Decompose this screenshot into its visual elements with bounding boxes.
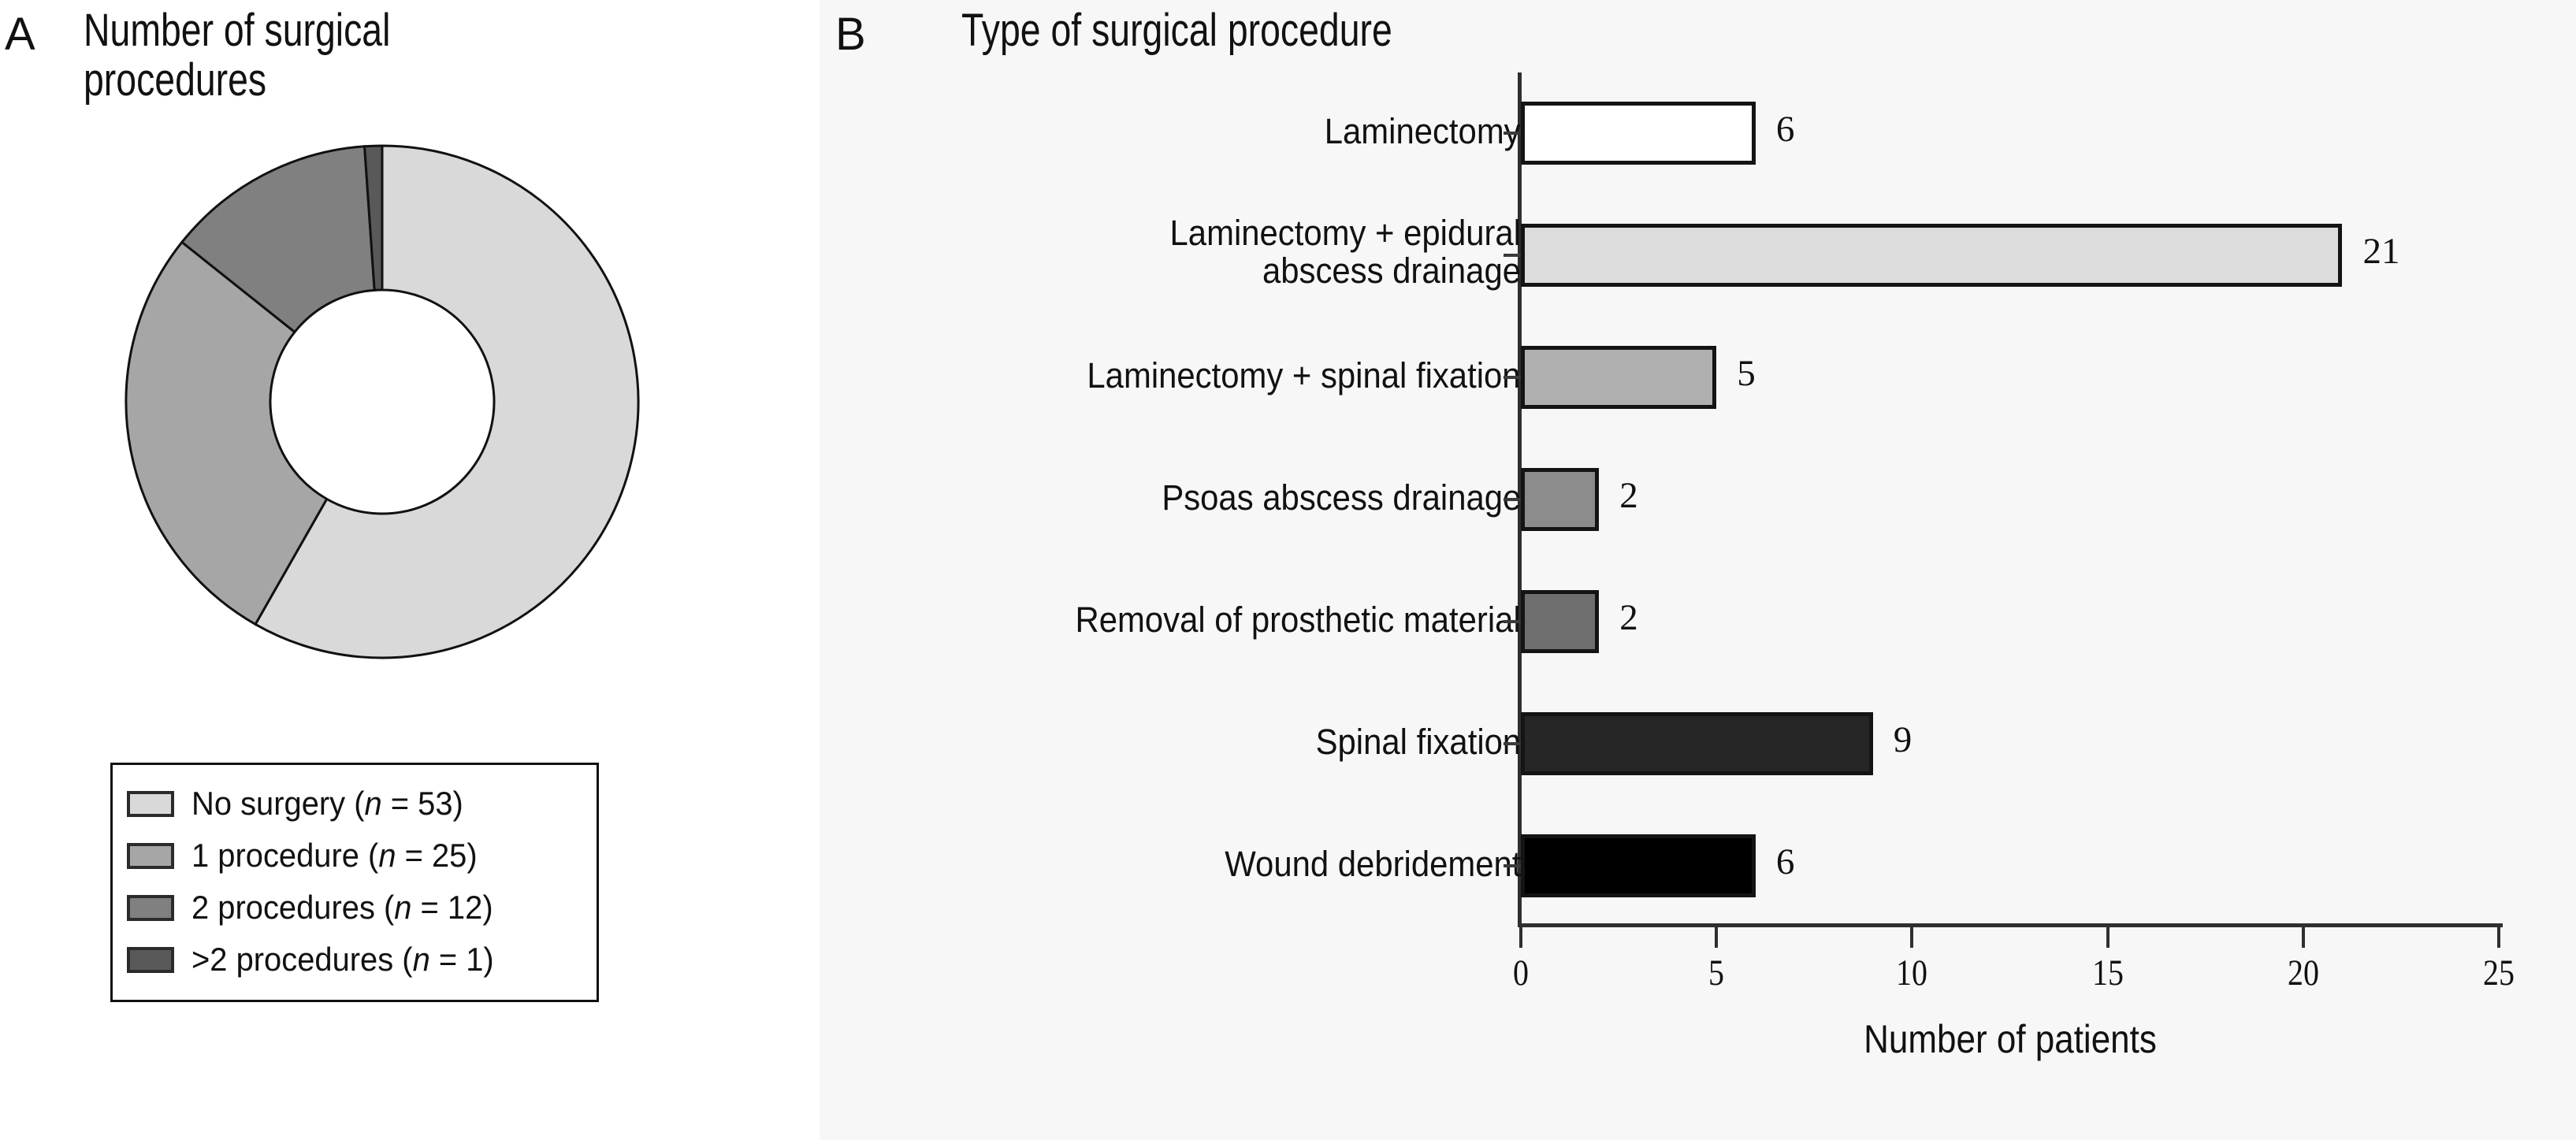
bar [1521, 468, 1600, 531]
x-axis-tick [1519, 927, 1522, 948]
bar-category-label: Laminectomy + epidural abscess drainage [1169, 213, 1521, 291]
legend-label-no-surgery: No surgery (n = 53) [191, 785, 463, 822]
legend-item: 2 procedures (n = 12) [127, 882, 585, 934]
x-axis-tick [1910, 927, 1914, 948]
bar-value-label: 5 [1737, 353, 1756, 395]
donut-slice [180, 145, 376, 334]
y-axis-tick [1504, 254, 1521, 258]
donut-slice [254, 144, 640, 659]
x-axis-tick [2301, 927, 2305, 948]
panel-a: A Number of surgical procedures No surge… [0, 0, 820, 1140]
donut-slices [125, 144, 640, 659]
bar-value-label: 2 [1619, 596, 1638, 638]
bar-category-label: Wound debridement [1224, 843, 1521, 884]
bar [1521, 589, 1600, 653]
bar-value-label: 6 [1775, 109, 1795, 150]
bar-category-label: Removal of prosthetic material [1075, 599, 1521, 640]
donut-slice [125, 240, 329, 626]
x-axis-tick-label: 15 [2091, 952, 2124, 993]
x-axis-tick [1715, 927, 1719, 948]
bar [1521, 224, 2343, 288]
bar-category-label: Spinal fixation [1315, 721, 1521, 762]
y-axis-tick [1504, 498, 1521, 501]
panel-a-title: Number of surgical procedures [84, 5, 391, 106]
legend-label-more-than-2-procedures: >2 procedures (n = 1) [191, 941, 494, 978]
bar-category-label: Laminectomy [1325, 111, 1521, 152]
x-axis-line [1518, 923, 2503, 927]
legend-item: >2 procedures (n = 1) [127, 934, 585, 986]
bar-category-label: Laminectomy + spinal fixation [1087, 355, 1521, 396]
legend-swatch-1-procedure [127, 842, 174, 869]
donut-chart [118, 138, 646, 666]
x-axis-title: Number of patients [1864, 1017, 2157, 1061]
panel-a-letter: A [5, 9, 35, 60]
bar [1521, 102, 1756, 165]
x-axis-tick-label: 0 [1513, 952, 1529, 993]
panel-b-letter: B [835, 9, 866, 60]
y-axis-tick [1504, 741, 1521, 745]
bar-value-label: 21 [2362, 231, 2400, 273]
x-axis-tick-label: 20 [2287, 952, 2319, 993]
y-axis-tick [1504, 863, 1521, 867]
x-axis-tick-label: 5 [1708, 952, 1725, 993]
donut-slice [362, 144, 384, 291]
bar-value-label: 9 [1893, 719, 1912, 760]
x-axis-tick [2497, 927, 2500, 948]
bar [1521, 711, 1873, 775]
legend-label-1-procedure: 1 procedure (n = 25) [191, 837, 478, 874]
bar [1521, 346, 1717, 410]
panel-b-title: Type of surgical procedure [961, 5, 1392, 56]
bar-value-label: 2 [1619, 475, 1638, 516]
legend-swatch-more-than-2-procedures [127, 946, 174, 973]
x-axis-tick [2106, 927, 2109, 948]
x-axis-tick-label: 10 [1896, 952, 1928, 993]
legend-box: No surgery (n = 53) 1 procedure (n = 25)… [110, 763, 599, 1002]
bar [1521, 834, 1756, 897]
y-axis-tick [1504, 132, 1521, 136]
y-axis-tick [1504, 619, 1521, 623]
y-axis-tick [1504, 376, 1521, 380]
bar-value-label: 6 [1775, 841, 1795, 882]
x-axis-tick-label: 25 [2483, 952, 2515, 993]
legend-swatch-2-procedures [127, 894, 174, 921]
legend-label-2-procedures: 2 procedures (n = 12) [191, 889, 493, 926]
panel-b: B Type of surgical procedure Laminectomy… [820, 0, 2576, 1140]
legend-item: No surgery (n = 53) [127, 778, 585, 830]
bar-category-label: Psoas abscess drainage [1162, 477, 1521, 518]
legend-item: 1 procedure (n = 25) [127, 830, 585, 882]
legend-swatch-no-surgery [127, 790, 174, 817]
